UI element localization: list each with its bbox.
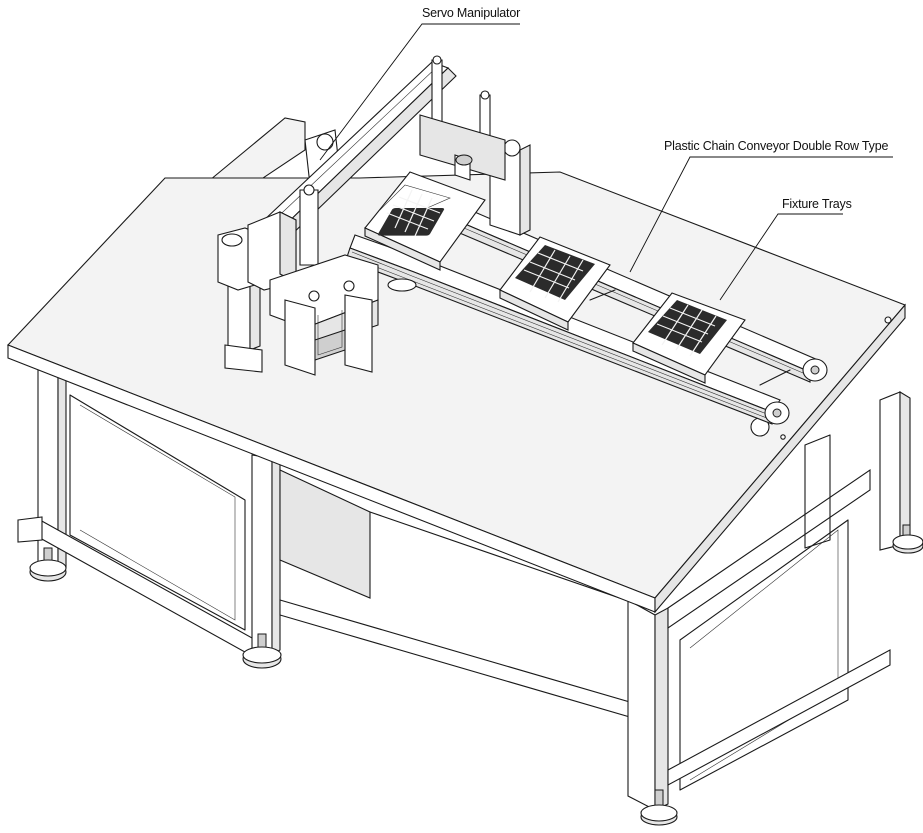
leveling-foot-right xyxy=(892,524,923,554)
leveling-foot-front xyxy=(640,789,678,826)
leveling-foot-middle xyxy=(242,633,282,669)
conveyor-leader xyxy=(629,156,893,273)
conveyor-label: Plastic Chain Conveyor Double Row Type xyxy=(664,139,888,153)
label-conveyor: Plastic Chain Conveyor Double Row Type xyxy=(629,139,893,273)
conveyor-end-pulley-right xyxy=(764,358,828,425)
servo-manipulator xyxy=(217,55,531,376)
fixture-trays-label: Fixture Trays xyxy=(782,197,852,211)
fixture-trays-leader xyxy=(719,213,843,301)
servo-manipulator-label: Servo Manipulator xyxy=(422,6,520,20)
servo-manipulator-leader xyxy=(319,23,520,161)
tray-cell-grid xyxy=(386,189,717,357)
label-fixture-trays: Fixture Trays xyxy=(719,197,852,301)
fixture-tray-2 xyxy=(499,236,611,331)
table-frame xyxy=(17,360,923,826)
leveling-foot-left xyxy=(29,547,67,582)
label-servo-manipulator: Servo Manipulator xyxy=(319,6,520,161)
fixture-tray-3 xyxy=(632,292,746,384)
